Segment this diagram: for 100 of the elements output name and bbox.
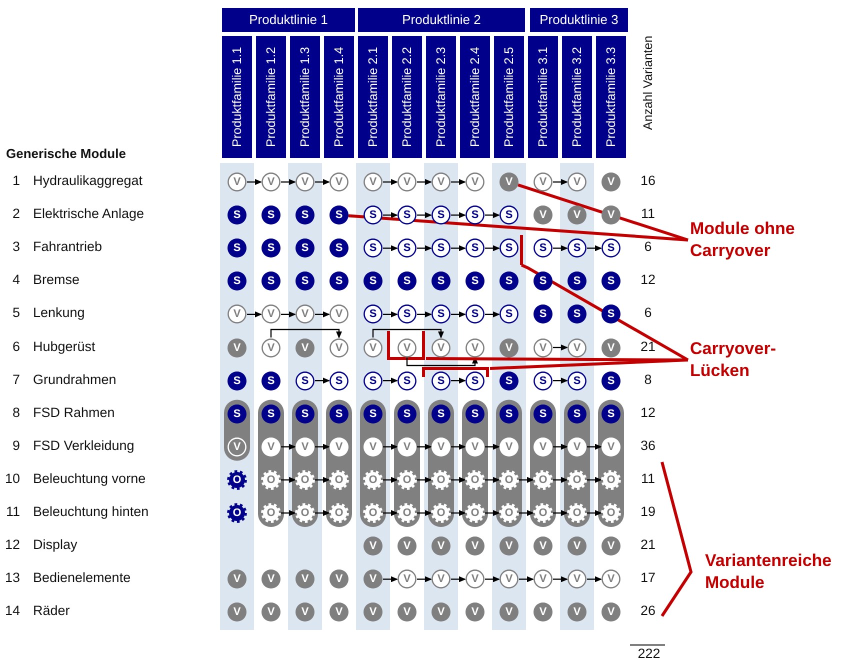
circle-symbol: V [533, 602, 553, 622]
circle-symbol: S [533, 271, 553, 292]
circle-symbol: V [533, 569, 553, 590]
arrow [315, 378, 330, 384]
product-family-header: Produktfamilie 1.3 [290, 36, 320, 158]
row-number: 9 [11, 438, 20, 453]
arrow [519, 510, 534, 516]
module-name: Grundrahmen [33, 372, 116, 387]
arrow [451, 311, 466, 318]
circle-symbol: V [261, 602, 281, 622]
variant-count: 12 [639, 272, 657, 288]
circle-symbol: V [533, 436, 553, 457]
circle-symbol: S [499, 370, 519, 391]
circle-symbol: V [533, 205, 553, 226]
circle-symbol: V [295, 569, 315, 590]
gear-symbol: O [431, 470, 451, 490]
arrow [417, 245, 432, 252]
circle-symbol: S [261, 271, 281, 292]
circle-symbol: V [567, 205, 587, 226]
circle-symbol: S [295, 205, 315, 226]
gear-symbol: O [533, 503, 553, 523]
circle-symbol: S [261, 404, 281, 424]
circle-symbol: V [227, 569, 247, 590]
arrow [451, 378, 466, 384]
row-number: 3 [11, 239, 20, 254]
arrow [587, 510, 602, 516]
arrow [417, 179, 432, 185]
circle-symbol: S [567, 404, 587, 424]
circle-symbol: V [295, 338, 315, 358]
product-family-header: Produktfamilie 1.4 [324, 36, 354, 158]
circle-symbol: V [567, 436, 587, 457]
module-name: Elektrische Anlage [33, 206, 144, 222]
arrow [247, 311, 262, 318]
arrow [485, 311, 500, 318]
circle-symbol: V [431, 436, 451, 457]
variant-count: 16 [639, 173, 657, 188]
variant-count: 6 [643, 239, 653, 254]
module-name: FSD Rahmen [33, 404, 115, 420]
circle-symbol: S [261, 370, 281, 391]
circle-symbol: S [227, 238, 247, 258]
circle-symbol: S [261, 205, 281, 226]
arrow [587, 576, 602, 582]
gear-symbol: O [567, 470, 587, 490]
gap-marker [519, 235, 524, 265]
column-header-text: Anzahl Varianten [640, 36, 656, 130]
circle-symbol: S [499, 404, 519, 424]
arrow [587, 245, 602, 252]
module-name: Beleuchtung hinten [33, 504, 149, 519]
circle-symbol: S [261, 238, 281, 258]
circle-symbol: S [601, 271, 621, 292]
gear-symbol: O [567, 503, 587, 523]
arrow [553, 179, 568, 185]
arrow [417, 444, 432, 450]
circle-symbol: V [363, 436, 383, 457]
circle-symbol: V [397, 569, 417, 590]
circle-symbol: S [601, 238, 621, 258]
gear-symbol: O [499, 503, 519, 523]
arrow [587, 476, 602, 483]
circle-symbol: V [363, 536, 383, 556]
arrow [417, 311, 432, 318]
module-name: Hydraulikaggregat [33, 173, 143, 188]
circle-symbol: V [567, 602, 587, 622]
circle-symbol: S [397, 238, 417, 258]
circle-symbol: S [397, 404, 417, 424]
circle-symbol: S [601, 304, 621, 324]
arrow [519, 476, 534, 483]
arrow [485, 510, 500, 516]
circle-symbol: V [261, 569, 281, 590]
circle-symbol: V [397, 436, 417, 457]
arrow [383, 476, 398, 483]
row-number: 8 [11, 404, 20, 420]
circle-symbol: V [295, 602, 315, 622]
product-family-header: Produktfamilie 1.1 [222, 36, 252, 158]
variant-count: 17 [639, 570, 657, 586]
circle-symbol: V [329, 602, 349, 622]
circle-symbol: V [465, 536, 485, 556]
column-header-text: Generische Module [6, 146, 126, 161]
circle-symbol: S [533, 370, 553, 391]
circle-symbol: S [431, 404, 451, 424]
circle-symbol: S [329, 205, 349, 226]
module-name: Fahrantrieb [33, 239, 102, 254]
gear-symbol: O [227, 503, 247, 523]
row-number: 1 [11, 173, 20, 188]
row-number: 7 [11, 372, 20, 387]
circle-symbol: V [227, 436, 247, 457]
product-family-header: Produktfamilie 2.5 [494, 36, 524, 158]
gear-symbol: O [601, 470, 621, 490]
arrow [553, 510, 568, 516]
row-number: 5 [11, 305, 20, 320]
arrow [485, 444, 500, 450]
module-name: Bremse [33, 272, 80, 288]
gear-symbol: O [363, 503, 383, 523]
variant-count: 12 [639, 404, 657, 420]
module-name: FSD Verkleidung [33, 438, 134, 453]
leader-line [518, 184, 688, 242]
circle-symbol: V [465, 172, 485, 192]
circle-symbol: V [261, 304, 281, 324]
module-name: Bedienelemente [33, 570, 131, 586]
module-name: Lenkung [33, 305, 85, 320]
circle-symbol: V [499, 602, 519, 622]
